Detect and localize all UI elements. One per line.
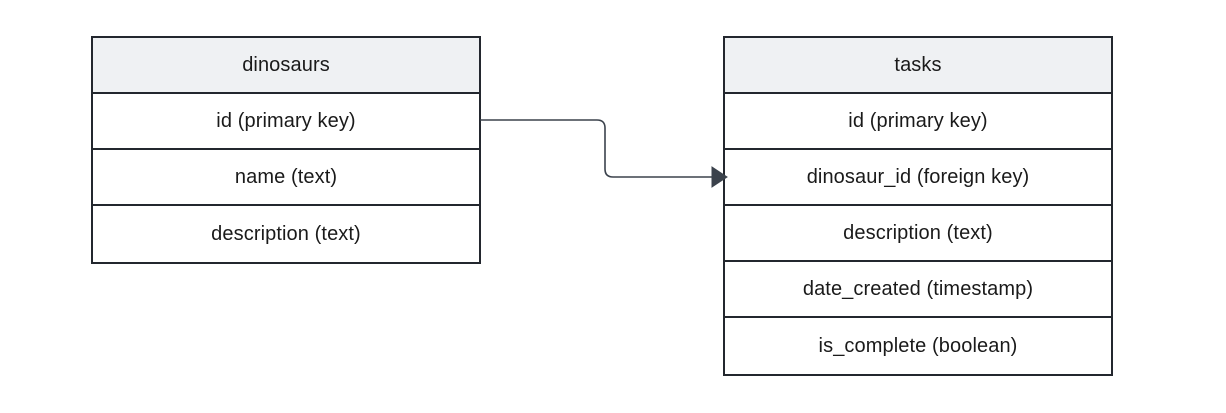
entity-tasks-title: tasks [894, 54, 942, 76]
relationship-connector-line[interactable] [480, 119, 713, 178]
entity-tasks[interactable]: tasks id (primary key) dinosaur_id (fore… [723, 36, 1113, 376]
field-label: id (primary key) [216, 110, 356, 132]
entity-dinosaurs-field-id[interactable]: id (primary key) [93, 94, 479, 150]
field-label: is_complete (boolean) [818, 335, 1018, 357]
field-label: description (text) [843, 222, 993, 244]
entity-tasks-field-is-complete[interactable]: is_complete (boolean) [725, 318, 1111, 374]
field-label: dinosaur_id (foreign key) [806, 166, 1030, 188]
entity-dinosaurs-header[interactable]: dinosaurs [93, 38, 479, 94]
entity-dinosaurs[interactable]: dinosaurs id (primary key) name (text) d… [91, 36, 481, 264]
entity-tasks-field-id[interactable]: id (primary key) [725, 94, 1111, 150]
field-label: date_created (timestamp) [802, 278, 1034, 300]
field-label: name (text) [234, 166, 338, 188]
entity-tasks-field-date-created[interactable]: date_created (timestamp) [725, 262, 1111, 318]
entity-dinosaurs-title: dinosaurs [242, 54, 330, 76]
entity-tasks-header[interactable]: tasks [725, 38, 1111, 94]
entity-dinosaurs-field-name[interactable]: name (text) [93, 150, 479, 206]
entity-dinosaurs-field-description[interactable]: description (text) [93, 206, 479, 262]
entity-tasks-field-description[interactable]: description (text) [725, 206, 1111, 262]
field-label: description (text) [211, 223, 361, 245]
field-label: id (primary key) [848, 110, 988, 132]
entity-tasks-field-dinosaur-id[interactable]: dinosaur_id (foreign key) [725, 150, 1111, 206]
